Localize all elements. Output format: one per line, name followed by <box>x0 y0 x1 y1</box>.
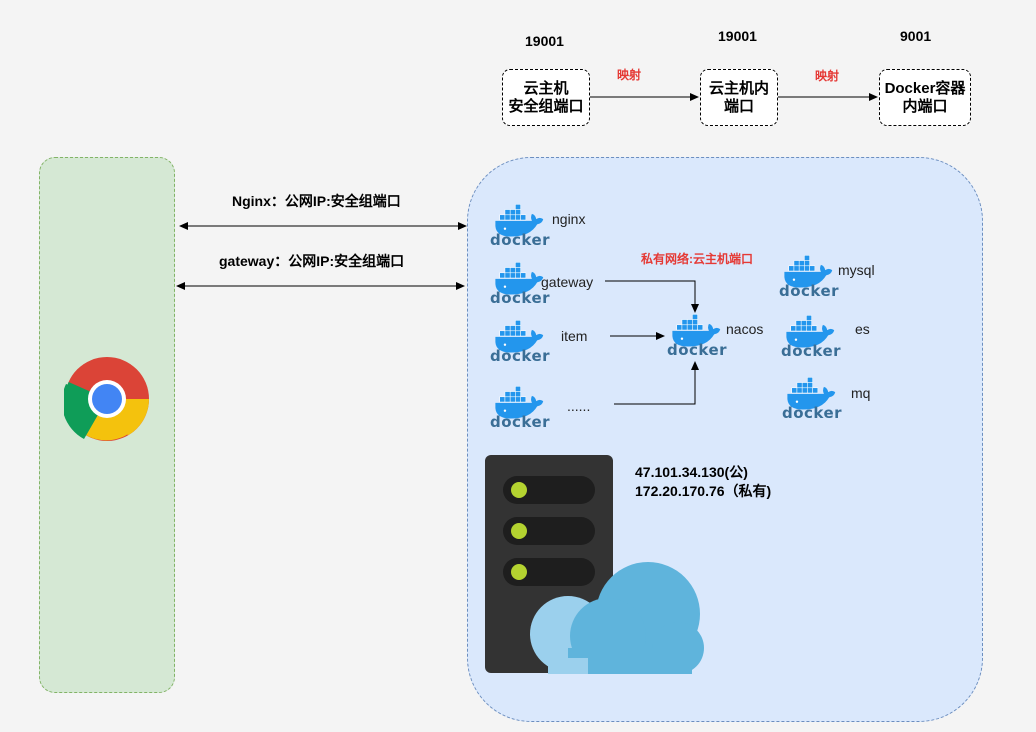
service-label-gateway: gateway <box>541 274 594 290</box>
host-port-number: 19001 <box>718 28 757 44</box>
sg-port-box-line2: 安全组端口 <box>508 97 584 115</box>
private-network-label: 私有网络:云主机端口 <box>641 252 753 266</box>
container-port-number: 9001 <box>900 28 932 44</box>
docker-wordmark: docker <box>667 341 728 359</box>
docker-icon: docker <box>490 258 550 307</box>
docker-icon: docker <box>490 382 550 431</box>
docker-icon: docker <box>667 310 727 359</box>
docker-wordmark: docker <box>782 404 843 422</box>
cloud-icon <box>530 562 704 674</box>
service-label-nginx: nginx <box>552 211 586 227</box>
docker-wordmark: docker <box>781 342 842 360</box>
sg-port-box: 云主机 安全组端口 <box>502 69 590 126</box>
host-port-box-line2: 端口 <box>723 97 754 115</box>
service-label-mq: mq <box>851 385 871 401</box>
gateway-connection-label: gateway：公网IP:安全组端口 <box>219 253 405 269</box>
sg-port-number: 19001 <box>525 33 564 49</box>
docker-icon: docker <box>779 251 839 300</box>
host-port-box-line1: 云主机内 <box>708 79 769 97</box>
docker-wordmark: docker <box>779 282 840 300</box>
sg-port-box-line1: 云主机 <box>523 79 569 97</box>
mapping-label-2: 映射 <box>815 69 840 83</box>
docker-wordmark: docker <box>490 347 551 365</box>
service-label-item: item <box>561 328 588 344</box>
docker-icon: docker <box>782 373 842 422</box>
gateway-to-nacos-arrow <box>605 280 699 313</box>
public-ip: 47.101.34.130(公) <box>635 464 748 480</box>
nginx-connection-label: Nginx：公网IP:安全组端口 <box>232 193 401 209</box>
container-port-box-line1: Docker容器 <box>884 79 966 97</box>
container-port-box: Docker容器 内端口 <box>879 69 971 126</box>
service-label-mysql: mysql <box>838 262 875 278</box>
mapping-label-1: 映射 <box>617 68 642 82</box>
docker-wordmark: docker <box>490 413 551 431</box>
host-port-box: 云主机内 端口 <box>700 69 778 126</box>
service-label-es: es <box>855 321 870 337</box>
container-port-box-line2: 内端口 <box>902 97 948 115</box>
private-ip: 172.20.170.76（私有) <box>635 483 772 499</box>
chrome-icon <box>64 357 150 441</box>
docker-icon: docker <box>781 311 841 360</box>
docker-icon: docker <box>490 316 550 365</box>
service-label-nacos: nacos <box>726 321 764 337</box>
more-to-nacos-arrow <box>614 361 699 405</box>
docker-wordmark: docker <box>490 231 551 249</box>
docker-wordmark: docker <box>490 289 551 307</box>
service-label-more: ...... <box>567 398 591 414</box>
docker-icon: docker <box>490 200 550 249</box>
